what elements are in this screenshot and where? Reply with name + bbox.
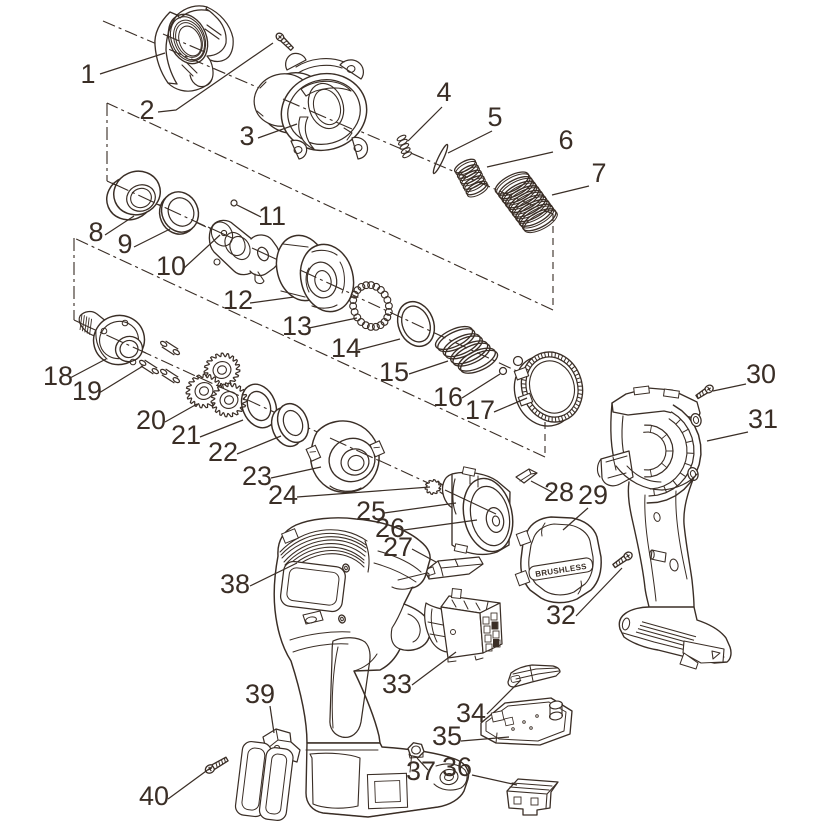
svg-text:40: 40: [139, 781, 169, 811]
svg-text:38: 38: [220, 569, 250, 599]
svg-text:16: 16: [433, 382, 463, 412]
svg-text:27: 27: [383, 532, 413, 562]
svg-text:36: 36: [442, 752, 472, 782]
svg-text:29: 29: [578, 480, 608, 510]
svg-text:6: 6: [558, 125, 573, 155]
svg-text:28: 28: [544, 477, 574, 507]
svg-text:30: 30: [746, 359, 776, 389]
svg-text:21: 21: [171, 420, 201, 450]
svg-text:13: 13: [282, 311, 312, 341]
svg-text:9: 9: [117, 229, 132, 259]
svg-text:8: 8: [88, 217, 103, 247]
svg-text:11: 11: [258, 201, 286, 231]
svg-text:17: 17: [465, 395, 495, 425]
svg-text:3: 3: [239, 121, 254, 151]
svg-text:7: 7: [591, 158, 606, 188]
svg-text:24: 24: [268, 480, 298, 510]
svg-text:31: 31: [748, 404, 778, 434]
svg-text:14: 14: [331, 333, 361, 363]
svg-text:33: 33: [382, 669, 412, 699]
svg-text:19: 19: [72, 376, 102, 406]
svg-text:22: 22: [208, 437, 238, 467]
svg-text:4: 4: [436, 77, 451, 107]
svg-text:20: 20: [136, 405, 166, 435]
svg-text:1: 1: [80, 59, 95, 89]
svg-text:2: 2: [139, 95, 154, 125]
svg-text:5: 5: [487, 102, 502, 132]
svg-text:39: 39: [245, 679, 275, 709]
svg-text:32: 32: [546, 600, 576, 630]
svg-text:15: 15: [379, 357, 409, 387]
svg-text:10: 10: [156, 251, 186, 281]
svg-text:12: 12: [223, 285, 253, 315]
svg-text:37: 37: [406, 756, 436, 786]
svg-text:35: 35: [432, 721, 462, 751]
svg-text:18: 18: [43, 361, 73, 391]
